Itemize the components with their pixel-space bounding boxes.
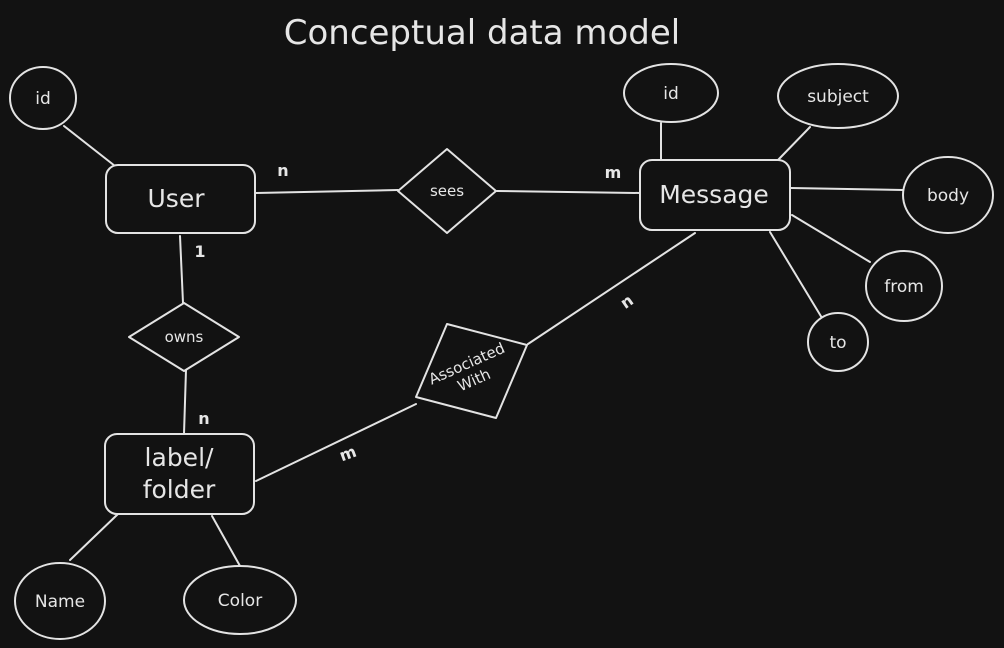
attribute-user-id-ellipse	[9, 66, 77, 130]
relationship-sees-diamond	[397, 148, 497, 234]
connector-user-sees	[255, 189, 399, 194]
relationship-owns-label: owns	[165, 328, 204, 346]
connector-label-assoc	[255, 403, 417, 482]
entity-message-box	[639, 159, 791, 231]
connector-message-body	[790, 187, 904, 191]
attribute-from-ellipse	[865, 250, 943, 322]
connector-label-color	[211, 515, 241, 567]
entity-message-label: Message	[659, 180, 769, 209]
connector-owns-label	[183, 369, 187, 435]
attribute-to-ellipse	[807, 312, 869, 372]
attribute-from[interactable]: from	[865, 250, 943, 322]
attribute-color[interactable]: Color	[183, 565, 297, 635]
entity-label-folder-line2: folder	[143, 475, 216, 504]
connector-message-subject	[777, 126, 811, 161]
connector-user-id	[63, 125, 116, 167]
attribute-subject-ellipse	[777, 63, 899, 129]
attribute-name[interactable]: Name	[14, 562, 106, 640]
attribute-to[interactable]: to	[807, 312, 869, 372]
attribute-subject[interactable]: subject	[777, 63, 899, 129]
entity-label-folder-box	[104, 433, 255, 515]
connector-message-from	[791, 214, 871, 263]
cardinality-user-owns: 1	[194, 242, 205, 261]
entity-message[interactable]: Message	[639, 159, 791, 231]
entity-user-box	[105, 164, 256, 234]
attribute-from-label: from	[884, 277, 924, 297]
connector-message-to	[769, 231, 823, 319]
cardinality-message-assoc: n	[617, 291, 637, 313]
relationship-owns[interactable]: owns	[128, 302, 240, 372]
relationship-associated-with[interactable]: Associated With	[415, 323, 528, 419]
cardinality-user-sees: n	[277, 161, 288, 180]
attribute-user-id[interactable]: id	[9, 66, 77, 130]
attribute-user-id-label: id	[35, 89, 51, 109]
attribute-subject-label: subject	[807, 87, 869, 107]
diagram-title: Conceptual data model	[284, 13, 681, 53]
connector-user-owns	[179, 235, 184, 304]
attribute-message-id[interactable]: id	[623, 63, 719, 123]
entity-user-label: User	[148, 184, 206, 213]
entity-user[interactable]: User	[105, 164, 256, 234]
attribute-name-ellipse	[14, 562, 106, 640]
relationship-sees[interactable]: sees	[397, 148, 497, 234]
connector-assoc-message	[527, 232, 696, 345]
cardinality-label-owns: n	[198, 409, 209, 428]
connectors	[63, 122, 904, 567]
connector-label-name	[69, 513, 119, 561]
cardinality-label-assoc: m	[337, 442, 359, 466]
attribute-name-label: Name	[35, 592, 85, 612]
attribute-body-label: body	[927, 186, 969, 206]
entity-label-folder[interactable]: label/ folder	[104, 433, 255, 515]
relationship-associated-with-diamond	[415, 323, 528, 419]
attribute-message-id-ellipse	[623, 63, 719, 123]
cardinality-message-sees: m	[605, 163, 622, 182]
relationship-owns-diamond	[128, 302, 240, 372]
connector-sees-message	[496, 190, 641, 194]
attribute-color-ellipse	[183, 565, 297, 635]
attribute-to-label: to	[829, 333, 846, 353]
attribute-color-label: Color	[218, 591, 262, 611]
relationship-sees-label: sees	[430, 182, 464, 200]
entity-label-folder-line1: label/	[145, 443, 214, 472]
attribute-message-id-label: id	[663, 84, 679, 104]
attribute-body-ellipse	[902, 156, 994, 234]
attribute-body[interactable]: body	[902, 156, 994, 234]
